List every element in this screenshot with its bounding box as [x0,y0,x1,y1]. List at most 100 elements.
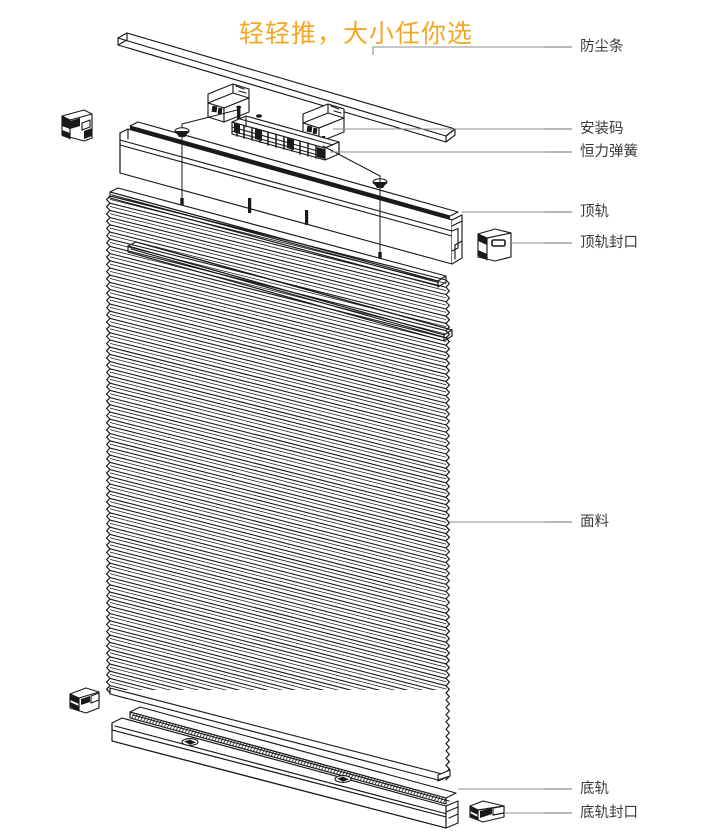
fabric-pleat-crease [110,310,447,397]
fabric-pleat-shadow [110,407,447,494]
fabric-pleat-shadow [110,515,447,603]
fabric-pleat-crease [110,591,447,679]
pointer-dust-strip [372,46,545,55]
fabric-pleat-shadow [110,234,447,320]
fabric-pleat-shadow [110,263,447,349]
fabric-pleat-shadow [110,213,447,299]
fabric-right-fold-edge [445,279,450,781]
callout-pointer-lines [330,46,545,814]
fabric-pleat-shadow [110,400,447,487]
fabric-pleat-shadow [110,299,447,386]
fabric-pleat-crease [110,533,447,622]
fabric-pleat-shadow [110,342,447,429]
fabric-pleat-shadow [110,472,447,559]
part-constant-force-spring [231,115,340,161]
fabric-pleat-crease [110,195,447,281]
fabric-pleat-crease [110,634,447,690]
fabric-pleat-crease [110,368,447,455]
part-top-rail-end-cap [477,228,512,262]
fabric-pleat-shadow [110,645,447,690]
fabric-pleat-crease [110,627,447,690]
fabric-pleat-crease [110,569,447,658]
fabric-pleat-shadow [110,616,447,690]
part-bottom-rail-end-cap [469,800,505,823]
part-bottom-rail [111,706,459,829]
fabric-pleat-shadow [110,227,447,313]
fabric-pleat-crease [110,231,447,317]
fabric-pleat-shadow [110,594,447,683]
fabric-pleat-crease [110,245,447,332]
fabric-pleat-crease [110,526,447,614]
fabric-pleat-shadow [110,501,447,588]
fabric-pleat-shadow [110,652,447,690]
fabric-pleat-crease [110,361,447,448]
fabric-pleat-crease [110,469,447,556]
fabric-pleat-crease [110,541,447,629]
fabric-pleat-crease [110,649,447,690]
fabric-pleat-shadow [110,566,447,654]
fabric-pleat-crease [110,253,447,339]
fabric-pleat-crease [110,411,447,498]
fabric-pleat-shadow [110,256,447,342]
fabric-pleat-shadow [110,623,447,690]
fabric-pleat-shadow [110,522,447,610]
fabric-pleat-shadow [110,386,447,473]
fabric-pleat-shadow [110,638,447,690]
fabric-pleat-crease [110,332,447,419]
fabric-pleat-shadow [110,292,447,378]
fabric-pleat-shadow [110,580,447,668]
fabric-pleat-shadow [110,306,447,393]
fabric-pleat-crease [110,281,447,368]
fabric-pleat-crease [110,620,447,690]
fabric-pleat-shadow [110,371,447,458]
fabric-pleat-crease [110,339,447,426]
fabric-pleat-shadow [110,450,447,538]
fabric-pleat-shadow [110,674,447,690]
fabric-pleat-shadow [110,587,447,675]
fabric-pleat-shadow [110,494,447,581]
callout-label-top-rail: 顶轨 [580,204,609,220]
fabric-pleat-shadow [110,198,447,284]
fabric-pleat-crease [110,613,447,690]
fabric-pleat-crease [110,548,447,636]
part-fabric [106,187,451,782]
part-mounting-bracket-left [207,83,250,123]
fabric-pleat-shadow [110,551,447,639]
fabric-pleat-shadow [110,206,447,291]
callout-label-constant-spring: 恒力弹簧 [580,144,638,160]
fabric-pleat-shadow [110,465,447,552]
fabric-pleat-crease [110,447,447,535]
fabric-pleat-shadow [110,242,447,328]
fabric-pleat-crease [110,397,447,484]
fabric-pleat-crease [110,584,447,672]
fabric-pleat-crease [110,303,447,390]
fabric-pleat-crease [110,296,447,382]
fabric-pleat-shadow [110,285,447,371]
fabric-pleat-crease [110,425,447,513]
fabric-pleat-crease [110,670,447,690]
part-top-rail-cap-left [61,109,93,142]
fabric-pleat-shadow [110,220,447,306]
fabric-pleat-crease [110,476,447,564]
fabric-pleat-crease [110,656,447,690]
fabric-pleat-shadow [110,530,447,617]
fabric-pleat-shadow [110,602,447,690]
fabric-pleat-shadow [110,321,447,407]
fabric-pleat-crease [110,577,447,665]
fabric-pleat-shadow [110,314,447,400]
page-title: 轻轻推，大小任你选 [238,19,473,48]
fabric-pleat-crease [110,325,447,411]
fabric-pleat-crease [110,519,447,607]
fabric-left-fold-edge [106,195,111,694]
fabric-pleat-shadow [110,429,447,516]
fabric-pleat-crease [110,641,447,690]
fabric-pleat-shadow [110,393,447,480]
fabric-pleat-shadow [110,666,447,690]
fabric-pleat-crease [110,505,447,593]
fabric-pleat-shadow [110,350,447,436]
callout-label-bottom-rail-cap: 底轨封口 [580,805,638,821]
fabric-pleat-shadow [110,486,447,574]
fabric-pleat-shadow [110,249,447,335]
